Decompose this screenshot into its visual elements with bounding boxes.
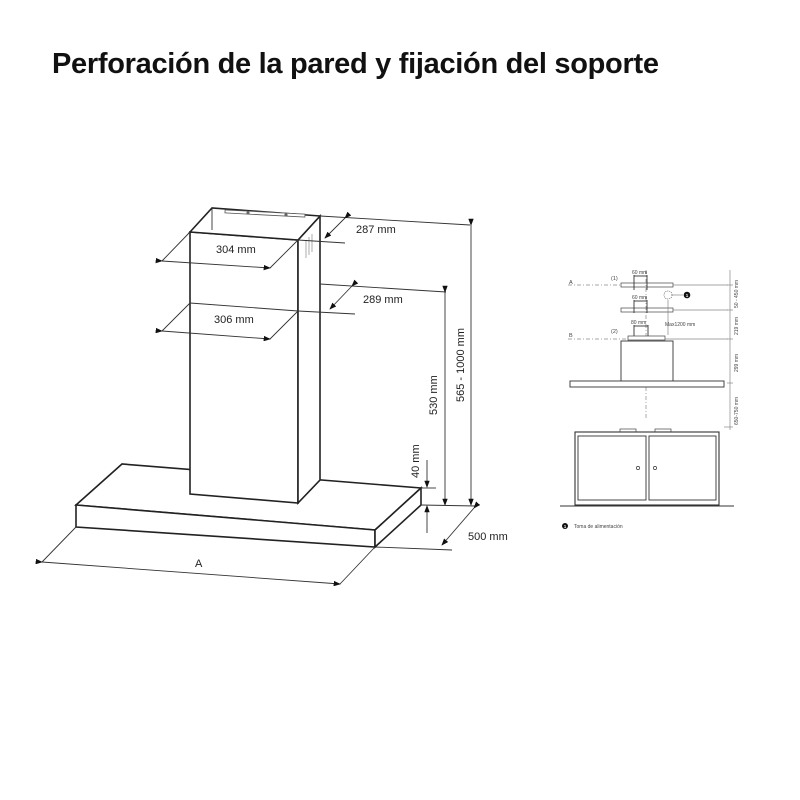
label-500mm: 500 mm	[468, 531, 508, 543]
level-a-label: A	[569, 280, 573, 286]
mini-chimney	[620, 340, 674, 385]
bracket-1b-spacing: 60 mm	[632, 295, 647, 301]
cabinet	[560, 428, 734, 507]
label-40mm: 40 mm	[410, 444, 422, 478]
bracket-2-spacing: 80 mm	[631, 320, 646, 326]
power-outlet-icon: 1	[663, 290, 691, 300]
label-304mm: 304 mm	[216, 244, 256, 256]
dim-chimney-bottom-width: 306 mm	[155, 302, 299, 342]
vent-slots	[305, 234, 313, 258]
dim-canopy-thickness: 40 mm	[410, 444, 430, 533]
bracket-1-spacing: 60 mm	[632, 270, 647, 276]
label-530mm: 530 mm	[428, 375, 440, 415]
max-width-label: Max1200 mm	[665, 322, 695, 328]
dim-canopy-width: A	[35, 526, 376, 587]
legend: 1 Toma de alimentación	[562, 523, 623, 530]
level-b-label: B	[569, 333, 573, 339]
bracket-2-label: (2)	[611, 329, 618, 335]
dim-chimney-top-width: 304 mm	[155, 231, 299, 271]
dim-b-label: 219 mm	[734, 317, 740, 335]
dim-chimney-top-depth: 287 mm	[297, 211, 471, 244]
legend-text: Toma de alimentación	[574, 524, 623, 530]
chimney	[188, 207, 322, 505]
svg-text:1: 1	[686, 293, 689, 298]
dim-chimney-label: 299 mm	[734, 354, 740, 372]
dim-counter-label: 650-750 mm	[734, 397, 740, 425]
label-565-1000mm: 565 - 1000 mm	[455, 328, 467, 402]
dim-chimney-height: 530 mm	[428, 285, 448, 506]
dim-total-height: 565 - 1000 mm	[455, 218, 474, 506]
label-289mm: 289 mm	[363, 294, 403, 306]
main-hood-drawing: 304 mm 306 mm 287 mm 289 mm 530 mm	[35, 207, 508, 587]
label-A: A	[195, 558, 203, 570]
bracket-1-label: (1)	[611, 276, 618, 282]
mini-canopy	[569, 380, 725, 388]
installation-diagram: A (1) 60 mm 1 60 mm Max1200 mm B (2)	[560, 270, 740, 530]
dim-a-range-label: 50 - 450 mm	[734, 280, 740, 308]
dim-chimney-bottom-depth: 289 mm	[297, 279, 447, 315]
label-306mm: 306 mm	[214, 314, 254, 326]
dim-canopy-depth: 500 mm	[374, 501, 508, 551]
label-287mm: 287 mm	[356, 224, 396, 236]
page-title: Perforación de la pared y fijación del s…	[52, 48, 659, 80]
legend-marker-icon	[562, 523, 568, 529]
legend-marker-number: 1	[564, 524, 567, 529]
